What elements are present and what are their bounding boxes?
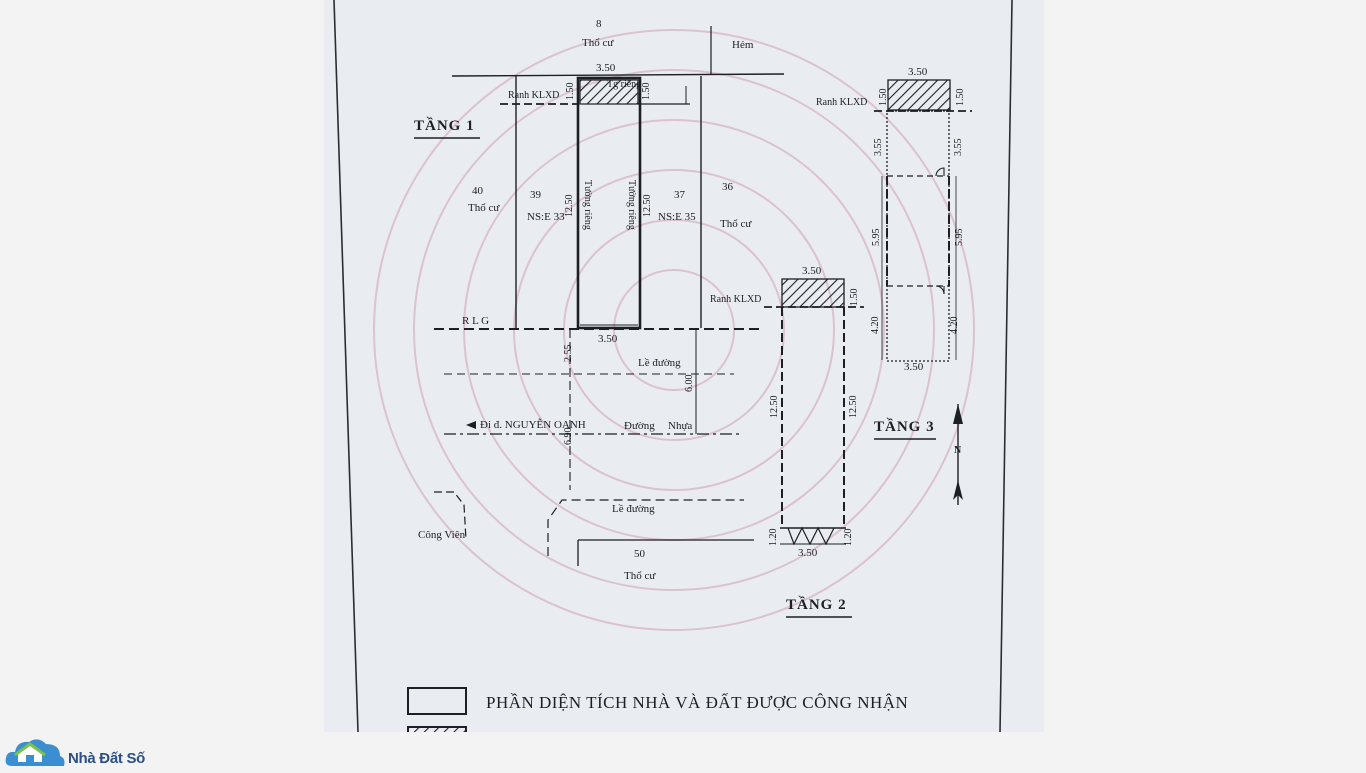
legend-box-hatched [407,726,467,732]
floor1-title-underline [414,137,480,139]
road-boundary-label: R L G [462,315,490,327]
floor3-title-underline [874,438,936,440]
floor1-setback-label: Ranh KLXD [508,90,560,101]
legend-recognized-text: PHẦN DIỆN TÍCH NHÀ VÀ ĐẤT ĐƯỢC CÔNG NHẬN [486,693,909,712]
park-label: Công Viên [418,529,466,541]
frontage-top: 3.50 [596,62,616,74]
floor1-depth-left: 12.50 [564,194,575,218]
road-label: Đường [624,420,655,432]
floor1-setback-2: 1.50 [641,82,652,101]
lot-37-house: NS:E 35 [658,211,696,223]
floor3-title: TẦNG 3 [874,419,935,435]
floor2-plan [764,278,864,546]
private-wall-left: Tường riêng [582,180,593,230]
floor2-width-bottom: 3.50 [798,547,818,559]
floor2-setback-label: Ranh KLXD [710,294,762,305]
top-lot-number: 8 [596,18,602,30]
legend-box-recognized [407,687,467,715]
lot-36-use: Thổ cư [720,218,752,230]
land-certificate-scan: 8 Thổ cư Hẻm 3.50 Tg riêng Ranh KLXD 1.5… [324,0,1044,732]
north-arrow-label: N [954,445,962,456]
north-arrow-icon [953,404,963,505]
floor1-title: TẦNG 1 [414,118,475,134]
floor3-seg1-right: 3.55 [953,138,964,157]
lot-40-use: Thổ cư [468,202,500,214]
floor3-setback-left: 1.50 [878,88,889,107]
floor2-depth-left: 12.50 [769,395,780,419]
floor2-title-underline [786,616,852,618]
alley-label: Hẻm [732,39,754,51]
floor3-seg1-left: 3.55 [873,138,884,157]
floor3-seg3-right: 4.20 [949,316,960,335]
floor3-setback-right: 1.50 [955,88,966,107]
plan-drawing [333,0,1013,732]
road-surface-label: Nhựa [668,420,693,432]
frontage-bottom: 3.50 [598,333,618,345]
top-lot-use: Thổ cư [582,37,614,49]
floor2-width-top: 3.50 [802,265,822,277]
floor2-stair-right: 1.20 [843,528,854,547]
lot-36-number: 36 [722,181,733,193]
floor3-seg2-right: 5.95 [954,228,965,247]
direction-label: Đi đ. NGUYỄN OANH [480,419,586,431]
lot-39-house: NS:E 33 [527,211,565,223]
lot-40-number: 40 [472,185,483,197]
lot-37-number: 37 [674,189,685,201]
lot-50-number: 50 [634,548,645,560]
sidewalk-width: 2.55 [563,344,574,363]
floor3-seg2-left: 5.95 [871,228,882,247]
site-logo[interactable]: Nhà Đất Số [4,732,164,768]
road-depth: 6.90 [563,427,574,446]
floor1-depth-right: 12.50 [642,194,653,218]
floor2-stair-left: 1.20 [768,528,779,547]
floor3-plan [874,79,972,362]
floor2-title: TẦNG 2 [786,597,847,613]
lot-50-use: Thổ cư [624,570,656,582]
floor3-width-top: 3.50 [908,66,928,78]
sidewalk-label-2: Lề đường [612,503,655,515]
floor1-setback-1: 1.50 [565,82,576,101]
floor2-depth-right: 12.50 [848,395,859,419]
floor3-seg3-left: 4.20 [870,316,881,335]
private-wall-top: Tg riêng [607,79,642,90]
floor3-width-bottom: 3.50 [904,361,924,373]
floor3-setback-label: Ranh KLXD [816,97,868,108]
lot-39-number: 39 [530,189,541,201]
private-wall-right: Tường riêng [626,180,637,230]
road-width: 6.00 [684,374,695,393]
floor1-plan [434,26,785,566]
house-cloud-icon [5,739,65,766]
floor2-setback: 1.50 [849,288,860,307]
sidewalk-label-1: Lề đường [638,357,681,369]
brand-name: Nhà Đất Số [68,750,146,767]
